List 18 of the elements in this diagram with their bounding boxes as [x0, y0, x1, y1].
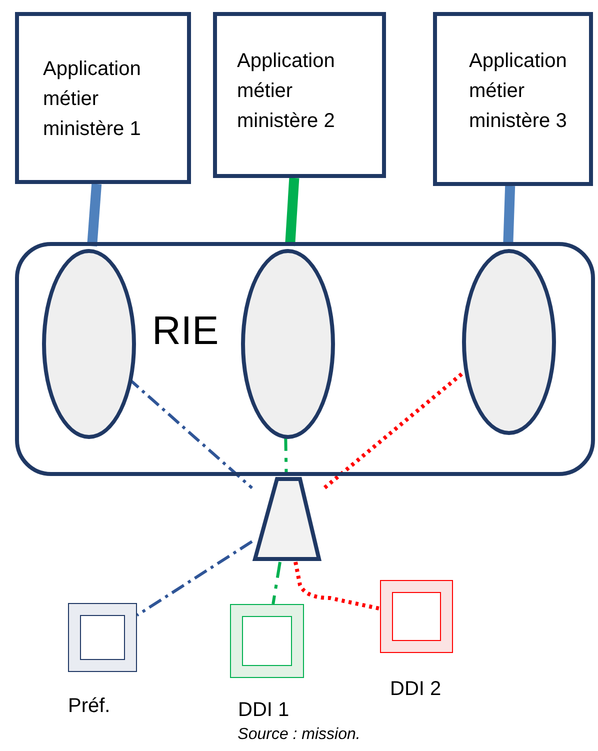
node-label: Application métier ministère 3	[469, 49, 568, 134]
group-label: RIE	[152, 308, 219, 354]
link-bar	[87, 184, 102, 246]
node-label: DDI 2	[390, 677, 442, 702]
network-link	[294, 562, 380, 611]
node-label: Préf.	[68, 694, 110, 719]
application-box	[15, 12, 191, 184]
application-box	[433, 12, 593, 186]
node-label: Application métier ministère 2	[237, 49, 336, 134]
gateway-trapezoid	[252, 476, 322, 562]
caption: Source : mission.	[238, 726, 360, 744]
application-box	[213, 12, 386, 178]
network-link	[136, 540, 253, 617]
network-container	[15, 242, 595, 476]
network-link	[320, 372, 463, 492]
node-label: Application métier ministère 1	[43, 57, 142, 142]
network-link	[272, 562, 282, 604]
node-label: DDI 1	[238, 698, 290, 723]
